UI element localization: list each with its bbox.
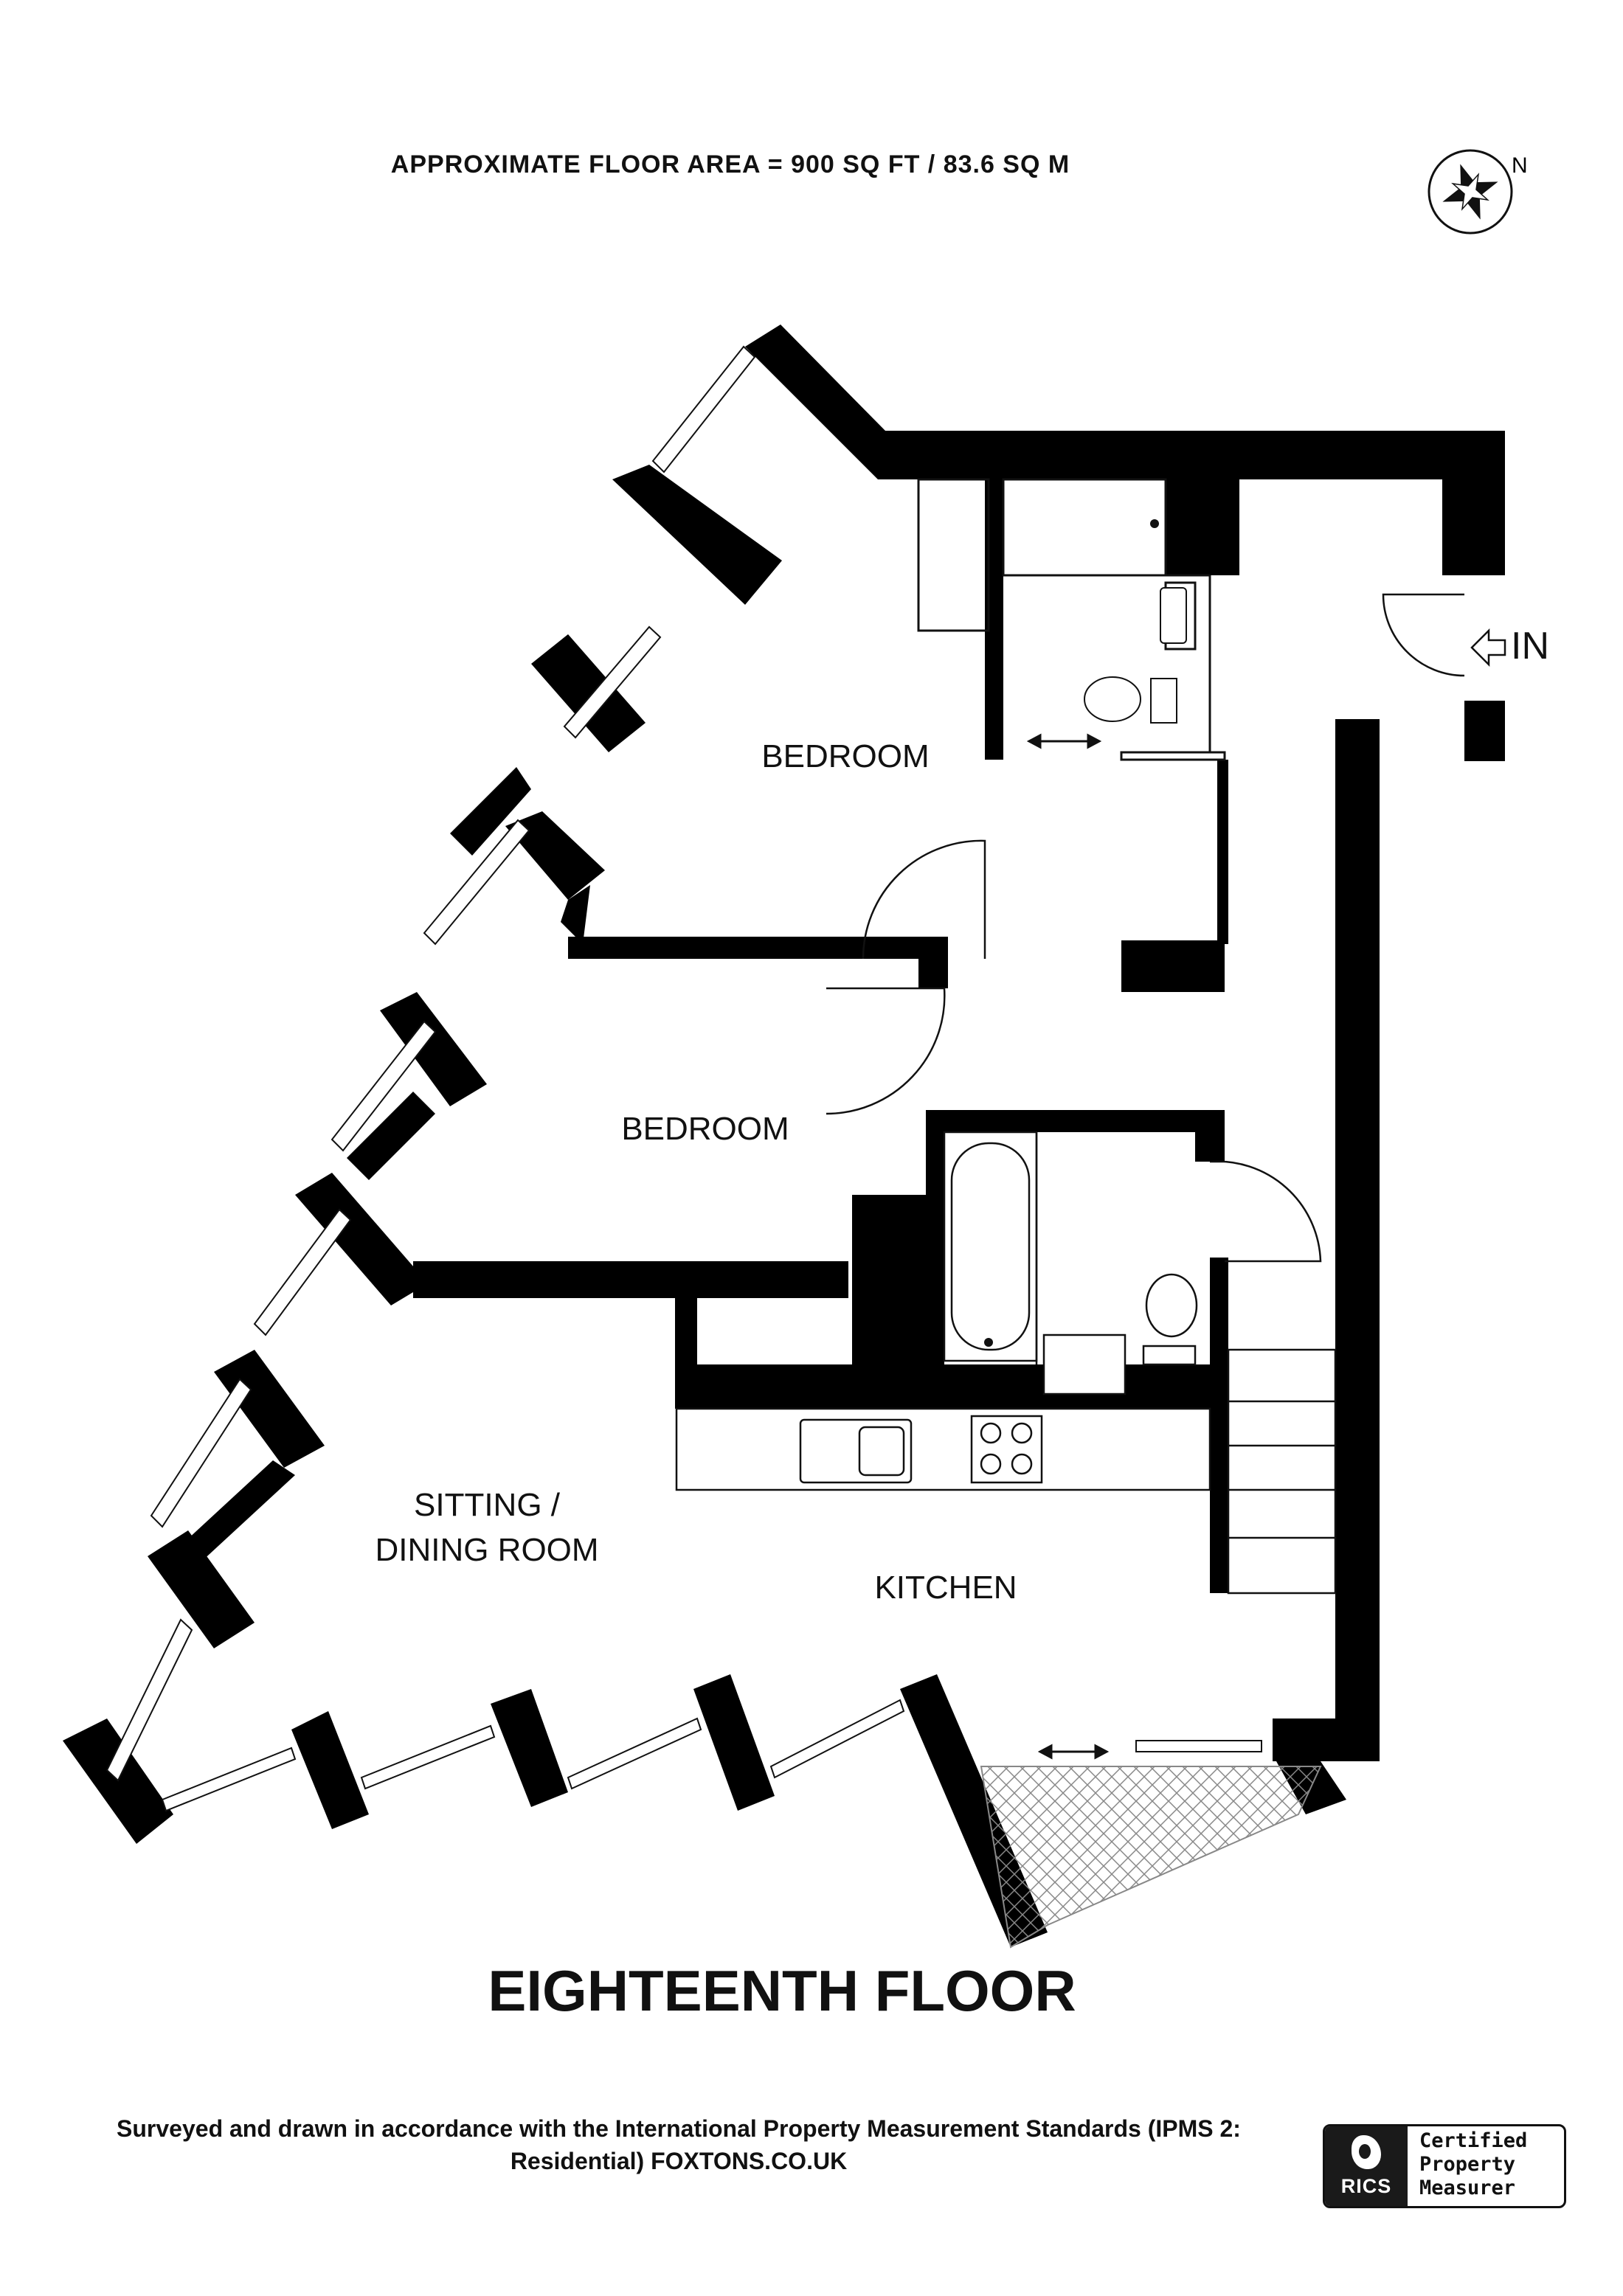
balcony xyxy=(980,1766,1322,1949)
rics-lion-icon xyxy=(1352,2135,1381,2169)
rics-logo-text: RICS xyxy=(1340,2175,1392,2197)
floor-title-text: EIGHTEENTH FLOOR xyxy=(488,1958,1076,2023)
staircase xyxy=(1227,1348,1337,1595)
walls xyxy=(63,325,1505,1947)
footer-note: Surveyed and drawn in accordance with th… xyxy=(44,2112,1313,2177)
badge-line-2: Property xyxy=(1419,2153,1516,2176)
footer-line-2: Residential) FOXTONS.CO.UK xyxy=(510,2148,848,2174)
footer-line-1: Surveyed and drawn in accordance with th… xyxy=(117,2115,1241,2142)
compass-north-label: N xyxy=(1512,153,1528,178)
rics-logo: RICS xyxy=(1325,2126,1408,2206)
floor-area-heading: APPROXIMATE FLOOR AREA = 900 SQ FT / 83.… xyxy=(0,150,1623,179)
floor-title: EIGHTEENTH FLOOR xyxy=(0,1957,1623,2025)
room-label-bedroom-2: BEDROOM xyxy=(621,1111,789,1147)
ensuite-fixtures xyxy=(1084,587,1187,724)
sliding-door-arrow-icon xyxy=(1026,733,1102,749)
compass-icon: N xyxy=(1428,149,1528,235)
room-label-sitting-line2: DINING ROOM xyxy=(375,1532,598,1568)
doors xyxy=(826,593,1465,1263)
kitchen-counter xyxy=(675,1407,1211,1491)
entrance-arrow-icon xyxy=(1470,628,1506,667)
bathroom-fixtures xyxy=(943,1131,1198,1395)
shower-icon xyxy=(1150,519,1159,528)
room-label-bedroom-1: BEDROOM xyxy=(761,738,929,774)
entrance-label: IN xyxy=(1511,625,1549,667)
ensuite xyxy=(917,478,1226,761)
room-labels: BEDROOM BEDROOM SITTING / DINING ROOM KI… xyxy=(375,738,1017,1606)
rics-badge-text: Certified Property Measurer xyxy=(1419,2129,1527,2200)
room-label-sitting-line1: SITTING / xyxy=(414,1487,561,1523)
badge-line-1: Certified xyxy=(1419,2129,1528,2152)
floor-area-text: APPROXIMATE FLOOR AREA = 900 SQ FT / 83.… xyxy=(390,150,1070,178)
balcony-door-arrow-icon xyxy=(1037,1744,1110,1760)
room-label-kitchen: KITCHEN xyxy=(874,1570,1017,1606)
rics-badge: RICS Certified Property Measurer xyxy=(1323,2124,1566,2208)
badge-line-3: Measurer xyxy=(1419,2177,1516,2199)
windows xyxy=(105,345,1262,1812)
tap-icon xyxy=(984,1338,993,1347)
